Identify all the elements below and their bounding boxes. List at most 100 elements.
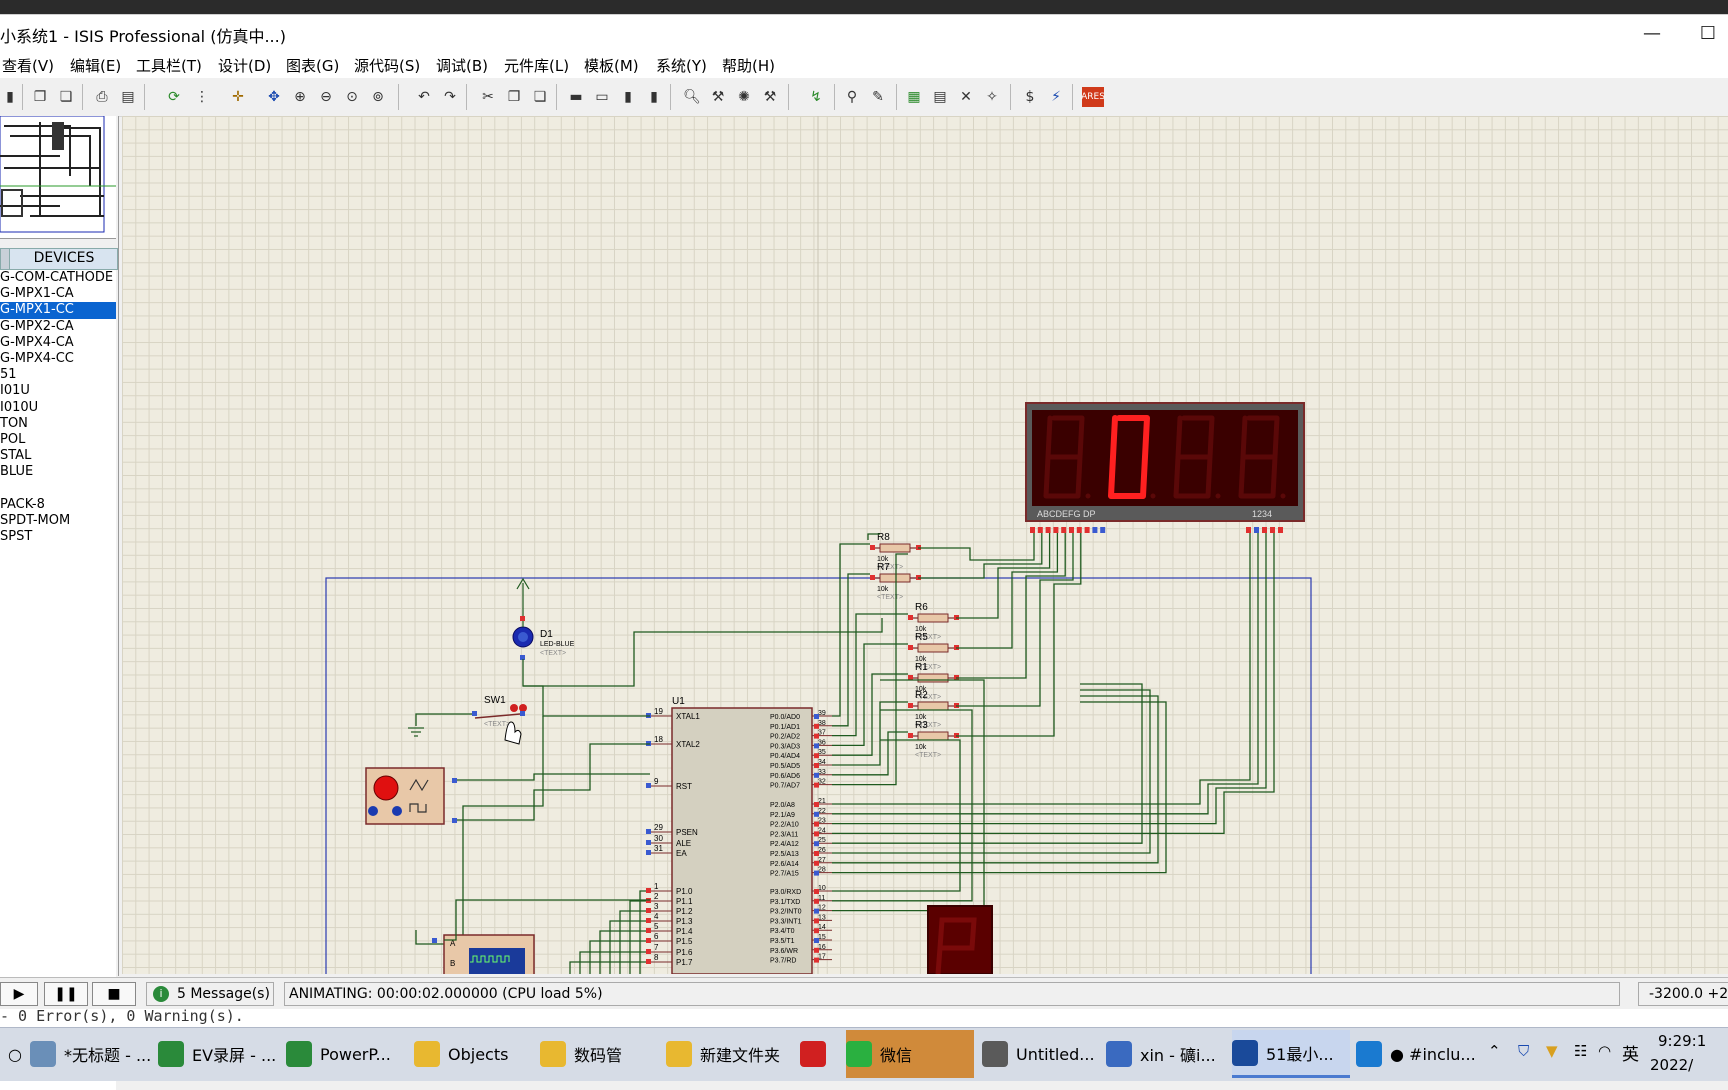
refresh-icon[interactable]: ⟳ (168, 89, 180, 105)
copy-icon[interactable]: ❐ (507, 89, 521, 105)
block-move-icon[interactable]: ▭ (595, 89, 609, 105)
menu-library[interactable]: 元件库(L) (504, 57, 570, 75)
search-taskbar-icon[interactable]: ○ (8, 1044, 22, 1064)
taskbar-item[interactable]: Untitled... (982, 1030, 1100, 1078)
taskbar-item[interactable]: 51最小... (1232, 1030, 1350, 1078)
chevron-up-icon[interactable]: ⌃ (1488, 1042, 1501, 1060)
pan-icon[interactable]: ✥ (268, 89, 280, 105)
device-item[interactable]: G-MPX2-CA (0, 318, 74, 334)
stop-button[interactable]: ■ (92, 982, 136, 1006)
overview-window[interactable] (0, 115, 116, 239)
menu-debug[interactable]: 调试(B) (436, 57, 488, 75)
device-item[interactable]: G-MPX1-CC (0, 302, 116, 319)
device-item[interactable]: G-COM-CATHODE (0, 270, 114, 285)
wifi-icon[interactable]: ◠ (1598, 1042, 1612, 1060)
block-rotate-icon[interactable]: ▮ (624, 89, 632, 105)
zoom-out-icon[interactable]: ⊖ (320, 89, 332, 105)
taskbar-item[interactable]: Objects (414, 1030, 536, 1078)
zoom-in-icon[interactable]: ⊕ (294, 89, 306, 105)
taskbar-item[interactable]: 数码管 (540, 1030, 662, 1078)
taskbar-item[interactable]: 新建文件夹 (666, 1030, 794, 1078)
menu-edit[interactable]: 编辑(E) (70, 57, 122, 75)
new-icon[interactable]: ▮ (6, 89, 14, 105)
device-item[interactable]: STAL (0, 448, 32, 464)
block-delete-icon[interactable]: ▮ (650, 89, 658, 105)
bill-icon[interactable]: $ (1025, 89, 1035, 105)
device-item[interactable]: I010U (0, 399, 39, 415)
devices-pick-tab[interactable] (1, 249, 10, 269)
device-item[interactable]: BLUE (0, 464, 34, 480)
device-item[interactable]: I01U (0, 383, 30, 399)
menu-help[interactable]: 帮助(H) (722, 57, 775, 75)
wire-autorouter-icon[interactable]: ↯ (810, 89, 822, 105)
clock-date[interactable]: 2022/ (1650, 1056, 1694, 1074)
minimize-button[interactable]: — (1643, 23, 1661, 44)
pick-device-icon[interactable]: 🔍︎ (683, 89, 701, 105)
erc-icon[interactable]: ✕ (960, 89, 972, 105)
print-setup-icon[interactable]: ▤ (121, 89, 135, 105)
taskbar-item[interactable]: 微信 (846, 1030, 974, 1078)
menu-design[interactable]: 设计(D) (218, 57, 272, 75)
menu-system[interactable]: 系统(Y) (656, 57, 707, 75)
pin-number: 8 (654, 953, 659, 962)
pin-name: P1.6 (676, 948, 693, 957)
cut-icon[interactable]: ✂ (482, 89, 494, 105)
play-button[interactable]: ▶ (0, 982, 38, 1006)
pause-button[interactable]: ❚❚ (44, 982, 88, 1006)
menu-source[interactable]: 源代码(S) (354, 57, 421, 75)
package-icon[interactable]: ✺ (738, 89, 750, 105)
menu-view[interactable]: 查看(V) (2, 57, 54, 75)
device-item[interactable]: G-MPX1-CA (0, 286, 74, 302)
device-item[interactable]: POL (0, 431, 26, 447)
maximize-button[interactable]: ☐ (1699, 23, 1717, 44)
device-item[interactable] (0, 480, 116, 496)
menu-toolbar[interactable]: 工具栏(T) (136, 57, 202, 75)
netlist-icon[interactable]: ▦ (907, 89, 921, 105)
pin-number: 38 (818, 720, 826, 727)
decompose-icon[interactable]: ✧ (986, 89, 998, 105)
grid-icon[interactable]: ⋮ (195, 89, 209, 105)
paste-page-icon[interactable]: ❏ (59, 89, 73, 105)
device-item[interactable]: 51 (0, 367, 17, 383)
bill-icon[interactable]: ▤ (933, 89, 947, 105)
menu-graph[interactable]: 图表(G) (286, 57, 340, 75)
messages-box[interactable]: i 5 Message(s) (146, 982, 274, 1006)
device-item[interactable]: SPDT-MOM (0, 512, 71, 528)
device-item[interactable]: TON (0, 415, 28, 431)
taskbar-item[interactable]: ● #inclu... (1356, 1030, 1482, 1078)
ares-icon[interactable]: ARES (1081, 87, 1105, 107)
search-icon[interactable]: ⚲ (846, 89, 858, 105)
print-icon[interactable]: ⎙ (96, 89, 108, 105)
property-tool-icon[interactable]: ✎ (872, 89, 884, 105)
taskbar-item[interactable]: *无标题 - ... (30, 1030, 152, 1078)
zoom-all-icon[interactable]: ⊙ (346, 89, 358, 105)
clock-time[interactable]: 9:29:1 (1658, 1032, 1707, 1050)
taskbar-item[interactable] (800, 1030, 840, 1078)
shield-icon[interactable]: ⛉ (1518, 1042, 1530, 1060)
make-device-icon[interactable]: ⚒ (711, 89, 725, 105)
ime-indicator[interactable]: 英 (1622, 1045, 1639, 1065)
device-item[interactable]: SPST (0, 529, 33, 544)
redo-icon[interactable]: ↷ (444, 89, 456, 105)
pin-marker (1278, 527, 1283, 533)
taskbar-item[interactable]: xin - 礦i... (1106, 1030, 1224, 1078)
device-item[interactable]: PACK-8 (0, 496, 45, 512)
app-icon (800, 1041, 826, 1067)
zoom-area-icon[interactable]: ⊚ (372, 89, 384, 105)
erc-icon[interactable]: ⚡ (1051, 89, 1061, 105)
undo-icon[interactable]: ↶ (418, 89, 430, 105)
copy-page-icon[interactable]: ❐ (33, 89, 47, 105)
origin-icon[interactable]: ✛ (232, 89, 244, 105)
paste-icon[interactable]: ❏ (533, 89, 547, 105)
menu-template[interactable]: 模板(M) (584, 57, 639, 75)
taskbar-item[interactable]: PowerP... (286, 1030, 408, 1078)
network-icon[interactable]: ☷ (1574, 1042, 1588, 1060)
decompose-icon[interactable]: ⚒ (763, 89, 777, 105)
block-copy-icon[interactable]: ▬ (569, 89, 583, 105)
security-icon[interactable]: ▼ (1546, 1042, 1558, 1060)
taskbar-item[interactable]: EV录屏 - ... (158, 1030, 280, 1078)
device-item[interactable]: G-MPX4-CC (0, 350, 74, 366)
device-item[interactable]: G-MPX4-CA (0, 334, 74, 350)
